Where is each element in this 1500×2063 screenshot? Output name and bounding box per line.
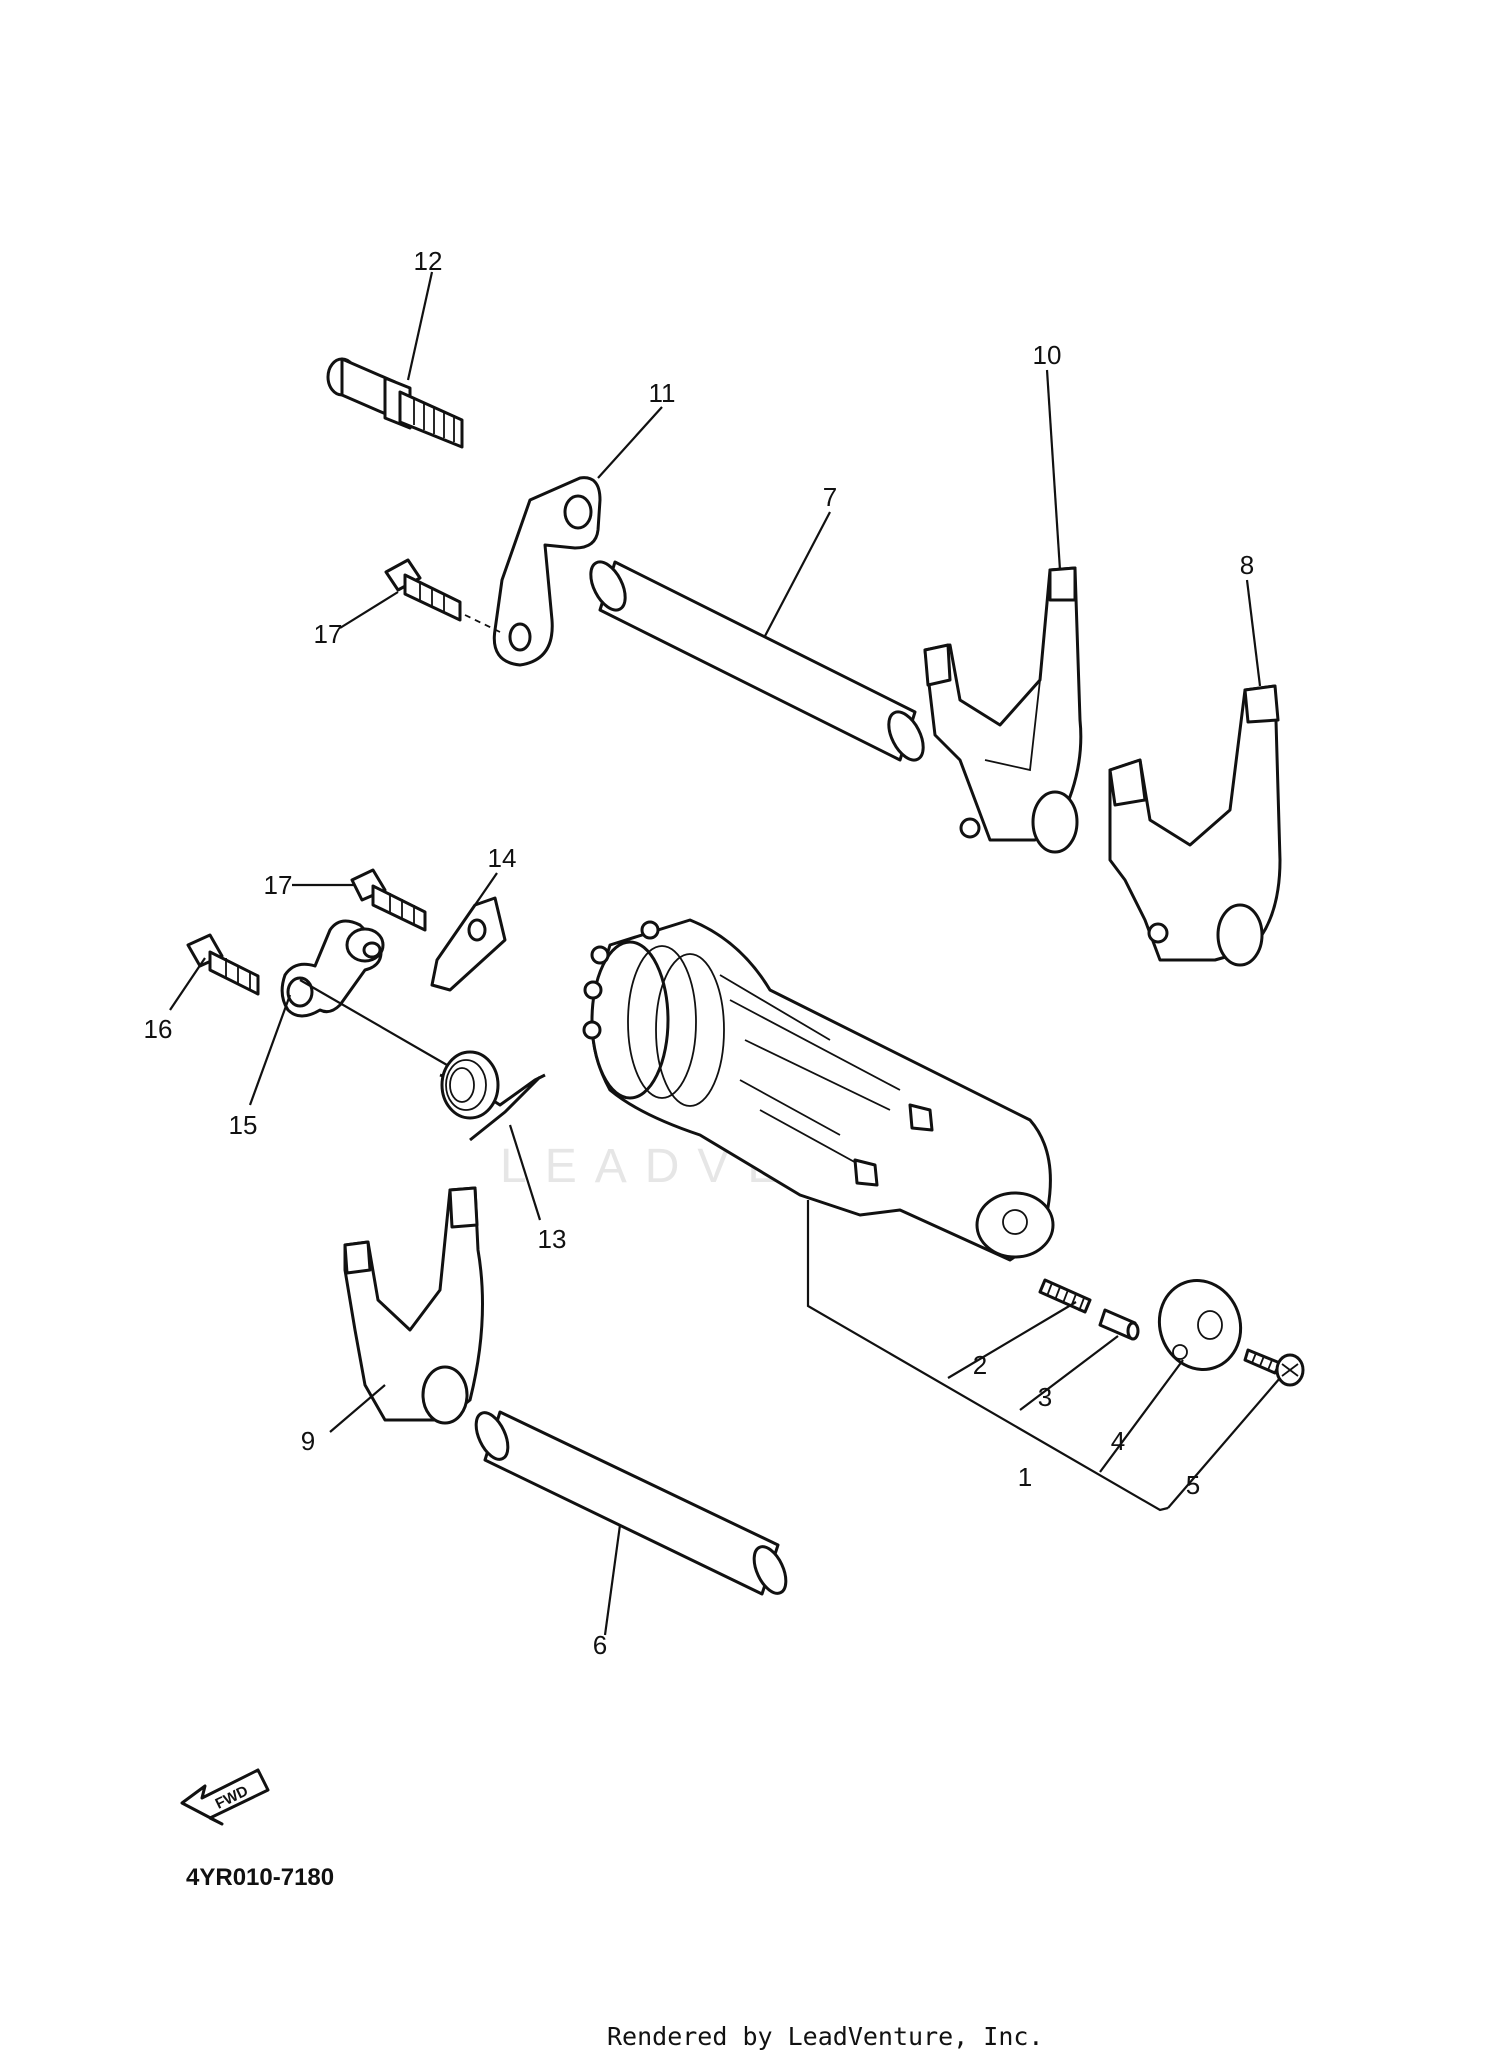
callout-16: 16 bbox=[144, 1014, 173, 1044]
part-7-shift-shaft bbox=[589, 560, 925, 762]
callout-17-lower: 17 bbox=[264, 870, 293, 900]
callout-7: 7 bbox=[823, 482, 837, 512]
callout-12: 12 bbox=[414, 246, 443, 276]
fwd-arrow-icon: FWD bbox=[180, 1768, 270, 1826]
callout-8: 8 bbox=[1240, 550, 1254, 580]
part-14-plate bbox=[430, 896, 507, 992]
part-17-lower-bolt bbox=[350, 868, 427, 932]
part-8-shift-fork bbox=[1108, 684, 1282, 967]
callout-10: 10 bbox=[1033, 340, 1062, 370]
part-13-torsion-spring bbox=[439, 1050, 546, 1142]
callout-15: 15 bbox=[229, 1110, 258, 1140]
callout-5: 5 bbox=[1186, 1470, 1200, 1500]
part-5-screw bbox=[1243, 1348, 1305, 1387]
part-3-pin bbox=[1098, 1308, 1140, 1341]
leader-lines bbox=[169, 271, 1281, 1636]
callout-13: 13 bbox=[538, 1224, 567, 1254]
part-17-upper-bolt bbox=[384, 558, 501, 633]
part-15-stopper-lever bbox=[280, 919, 385, 1018]
part-10-shift-fork bbox=[923, 566, 1083, 854]
part-1-shift-drum bbox=[582, 918, 1055, 1262]
part-6-shift-shaft bbox=[474, 1410, 788, 1596]
callout-labels: 12 11 10 7 8 17 17 14 16 15 13 9 6 1 2 3… bbox=[144, 246, 1255, 1660]
callout-3: 3 bbox=[1038, 1382, 1052, 1412]
callout-14: 14 bbox=[488, 843, 517, 873]
callout-9: 9 bbox=[301, 1426, 315, 1456]
callout-4: 4 bbox=[1111, 1426, 1125, 1456]
part-16-bolt bbox=[186, 933, 260, 996]
callout-11: 11 bbox=[649, 378, 676, 408]
callout-1: 1 bbox=[1018, 1462, 1032, 1492]
part-2-spring bbox=[1038, 1278, 1092, 1314]
callout-17-upper: 17 bbox=[314, 619, 343, 649]
part-12-bolt bbox=[326, 357, 464, 449]
part-9-shift-fork bbox=[343, 1186, 484, 1425]
callout-6: 6 bbox=[593, 1630, 607, 1660]
credit-line: Rendered by LeadVenture, Inc. bbox=[607, 2022, 1044, 2051]
part-11-bracket bbox=[492, 476, 602, 667]
diagram-code: 4YR010-7180 bbox=[186, 1864, 334, 1891]
callout-2: 2 bbox=[973, 1350, 987, 1380]
part-4-plate bbox=[1157, 1279, 1243, 1371]
